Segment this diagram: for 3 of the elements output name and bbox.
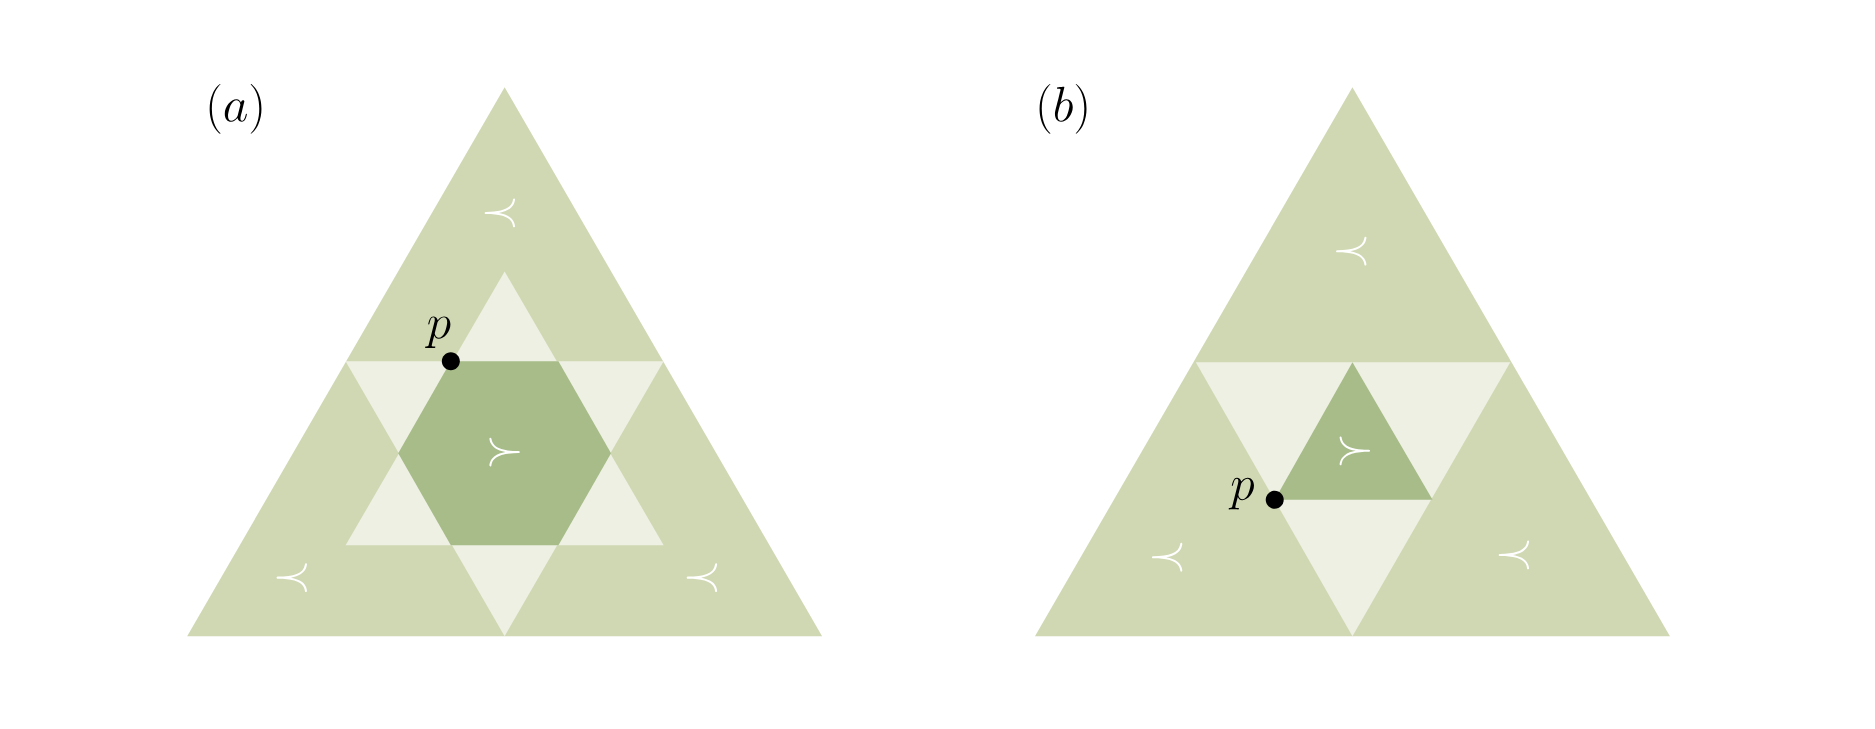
triangle-region: $\succ$ — [1274, 362, 1433, 500]
point-label: $p$ — [1228, 477, 1254, 510]
hexagon-region: $\succ$ — [398, 360, 612, 546]
